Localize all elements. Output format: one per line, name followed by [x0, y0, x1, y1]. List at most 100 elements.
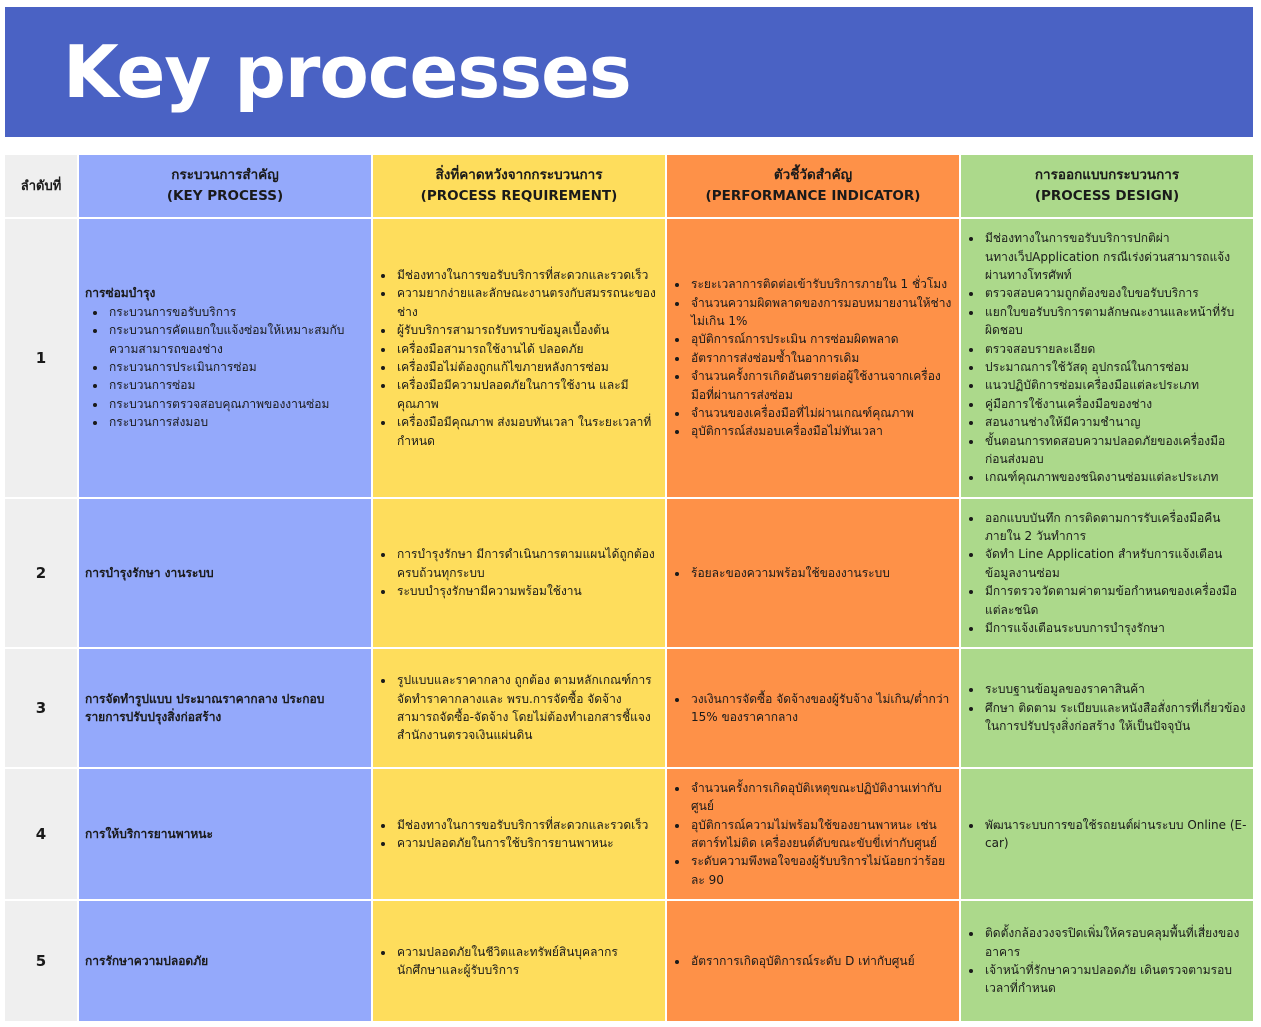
design-list: ออกแบบบันทึก การติดตามการรับเครื่องมือคื… [967, 509, 1247, 638]
indicator-item: ร้อยละของความพร้อมใช้ของงานระบบ [689, 564, 953, 582]
requirement-item: ความยากง่ายและลักษณะงานตรงกับสมรรถนะของช… [395, 284, 659, 321]
row-number: 4 [5, 769, 77, 899]
header-process-design: การออกแบบกระบวนการ (PROCESS DESIGN) [961, 155, 1253, 217]
indicator-item: จำนวนความผิดพลาดของการมอบหมายงานให้ช่างไ… [689, 294, 953, 331]
indicator-item: อัตราการส่งซ่อมซ้ำในอาการเดิม [689, 349, 953, 367]
requirement-item: เครื่องมือสามารถใช้งานได้ ปลอดภัย [395, 340, 659, 358]
indicator-item: จำนวนครั้งการเกิดอุบัติเหตุขณะปฏิบัติงาน… [689, 779, 953, 816]
header-key-process-th: กระบวนการสำคัญ [171, 167, 279, 183]
design-item: ติดตั้งกล้องวงจรปิดเพิ่มให้ครอบคลุมพื้นท… [983, 924, 1247, 961]
key-process-title: การรักษาความปลอดภัย [85, 953, 209, 968]
design-cell: ติดตั้งกล้องวงจรปิดเพิ่มให้ครอบคลุมพื้นท… [961, 901, 1253, 1021]
indicator-list: วงเงินการจัดซื้อ จัดจ้างของผู้รับจ้าง ไม… [673, 690, 953, 727]
design-item: ตรวจสอบรายละเอียด [983, 340, 1247, 358]
design-cell: พัฒนาระบบการขอใช้รถยนต์ผ่านระบบ Online (… [961, 769, 1253, 899]
row-number-value: 3 [35, 698, 47, 717]
design-item: ขั้นตอนการทดสอบความปลอดภัยของเครื่องมือก… [983, 432, 1247, 469]
header-process-design-th: การออกแบบกระบวนการ [1034, 167, 1180, 183]
requirement-item: เครื่องมือมีความปลอดภัยในการใช้งาน และมี… [395, 376, 659, 413]
row-number: 5 [5, 901, 77, 1021]
header-no-label: ลำดับที่ [20, 178, 62, 194]
key-process-cell: การจัดทำรูปแบบ ประมาณราคากลาง ประกอบรายก… [79, 649, 371, 767]
key-process-title: การบำรุงรักษา งานระบบ [85, 565, 214, 580]
key-process-subitem-item: กระบวนการส่งมอบ [107, 413, 365, 431]
key-process-subitem-item: กระบวนการขอรับบริการ [107, 303, 365, 321]
design-cell: ออกแบบบันทึก การติดตามการรับเครื่องมือคื… [961, 499, 1253, 647]
design-list: มีช่องทางในการขอรับบริการปกติผ่านทางเว็ป… [967, 229, 1247, 487]
requirement-item: มีช่องทางในการขอรับบริการที่สะดวกและรวดเ… [395, 266, 659, 284]
key-process-subitem-item: กระบวนการประเมินการซ่อม [107, 358, 365, 376]
header-key-process-en: (KEY PROCESS) [166, 188, 284, 204]
requirement-item: เครื่องมือไม่ต้องถูกแก้ไขภายหลังการซ่อม [395, 358, 659, 376]
requirement-list: มีช่องทางในการขอรับบริการที่สะดวกและรวดเ… [379, 266, 659, 450]
requirement-list: มีช่องทางในการขอรับบริการที่สะดวกและรวดเ… [379, 816, 659, 853]
key-process-cell: การบำรุงรักษา งานระบบ [79, 499, 371, 647]
requirement-list: การบำรุงรักษา มีการดำเนินการตามแผนได้ถูก… [379, 545, 659, 600]
requirement-item: การบำรุงรักษา มีการดำเนินการตามแผนได้ถูก… [395, 545, 659, 582]
design-cell: มีช่องทางในการขอรับบริการปกติผ่านทางเว็ป… [961, 219, 1253, 497]
design-item: ตรวจสอบความถูกต้องของใบขอรับบริการ [983, 284, 1247, 302]
indicator-item: อัตราการเกิดอุบัติการณ์ระดับ D เท่ากับศู… [689, 952, 953, 970]
requirement-cell: รูปแบบและราคากลาง ถูกต้อง ตามหลักเกณฑ์กา… [373, 649, 665, 767]
requirement-item: ระบบบำรุงรักษามีความพร้อมใช้งาน [395, 582, 659, 600]
indicator-cell: จำนวนครั้งการเกิดอุบัติเหตุขณะปฏิบัติงาน… [667, 769, 959, 899]
indicator-item: วงเงินการจัดซื้อ จัดจ้างของผู้รับจ้าง ไม… [689, 690, 953, 727]
design-item: คู่มือการใช้งานเครื่องมือของช่าง [983, 395, 1247, 413]
design-item: ประมาณการใช้วัสดุ อุปกรณ์ในการซ่อม [983, 358, 1247, 376]
key-process-title: การจัดทำรูปแบบ ประมาณราคากลาง ประกอบรายก… [85, 691, 325, 724]
requirement-item: ความปลอดภัยในชีวิตและทรัพย์สินบุคลากร นั… [395, 943, 659, 980]
row-number: 3 [5, 649, 77, 767]
indicator-list: ร้อยละของความพร้อมใช้ของงานระบบ [673, 564, 953, 582]
key-process-cell: การรักษาความปลอดภัย [79, 901, 371, 1021]
row-number: 1 [5, 219, 77, 497]
indicator-item: อุบัติการณ์ส่งมอบเครื่องมือไม่ทันเวลา [689, 422, 953, 440]
row-number-value: 5 [35, 951, 47, 970]
header-process-requirement: สิ่งที่คาดหวังจากกระบวนการ (PROCESS REQU… [373, 155, 665, 217]
requirement-item: ผู้รับบริการสามารถรับทราบข้อมูลเบื้องต้น [395, 321, 659, 339]
header-performance-indicator-en: (PERFORMANCE INDICATOR) [705, 188, 921, 204]
design-item: เกณฑ์คุณภาพของชนิดงานซ่อมแต่ละประเภท [983, 468, 1247, 486]
design-item: มีช่องทางในการขอรับบริการปกติผ่านทางเว็ป… [983, 229, 1247, 284]
design-item: แนวปฏิบัติการซ่อมเครื่องมือแต่ละประเภท [983, 376, 1247, 394]
row-number-value: 1 [35, 348, 47, 367]
header-key-process: กระบวนการสำคัญ (KEY PROCESS) [79, 155, 371, 217]
key-process-cell: การให้บริการยานพาหนะ [79, 769, 371, 899]
design-item: สอนงานช่างให้มีความชำนาญ [983, 413, 1247, 431]
indicator-cell: วงเงินการจัดซื้อ จัดจ้างของผู้รับจ้าง ไม… [667, 649, 959, 767]
key-process-title: การซ่อมบำรุง [85, 286, 156, 301]
row-number-value: 4 [35, 824, 47, 843]
title-banner: Key processes [5, 7, 1253, 137]
indicator-item: จำนวนของเครื่องมือที่ไม่ผ่านเกณฑ์คุณภาพ [689, 404, 953, 422]
design-item: เจ้าหน้าที่รักษาความปลอดภัย เดินตรวจตามร… [983, 961, 1247, 998]
requirement-list: ความปลอดภัยในชีวิตและทรัพย์สินบุคลากร นั… [379, 943, 659, 980]
design-item: จัดทำ Line Application สำหรับการแจ้งเตือ… [983, 545, 1247, 582]
key-process-subitem-item: กระบวนการซ่อม [107, 376, 365, 394]
requirement-item: ความปลอดภัยในการใช้บริการยานพาหนะ [395, 834, 659, 852]
requirement-cell: การบำรุงรักษา มีการดำเนินการตามแผนได้ถูก… [373, 499, 665, 647]
indicator-list: จำนวนครั้งการเกิดอุบัติเหตุขณะปฏิบัติงาน… [673, 779, 953, 889]
design-item: มีการตรวจวัดตามค่าตามข้อกำหนดของเครื่องม… [983, 582, 1247, 619]
indicator-item: ระดับความพึงพอใจของผู้รับบริการไม่น้อยกว… [689, 852, 953, 889]
indicator-list: อัตราการเกิดอุบัติการณ์ระดับ D เท่ากับศู… [673, 952, 953, 970]
header-process-requirement-th: สิ่งที่คาดหวังจากกระบวนการ [435, 167, 603, 183]
indicator-item: จำนวนครั้งการเกิดอันตรายต่อผู้ใช้งานจากเ… [689, 367, 953, 404]
design-item: ศึกษา ติดตาม ระเบียบและหนังสือสั่งการที่… [983, 699, 1247, 736]
design-item: แยกใบขอรับบริการตามลักษณะงานและหน้าที่รั… [983, 303, 1247, 340]
indicator-cell: ระยะเวลาการติดต่อเข้ารับบริการภายใน 1 ชั… [667, 219, 959, 497]
header-no: ลำดับที่ [5, 155, 77, 217]
design-cell: ระบบฐานข้อมูลของราคาสินค้าศึกษา ติดตาม ร… [961, 649, 1253, 767]
design-list: ติดตั้งกล้องวงจรปิดเพิ่มให้ครอบคลุมพื้นท… [967, 924, 1247, 998]
design-list: ระบบฐานข้อมูลของราคาสินค้าศึกษา ติดตาม ร… [967, 680, 1247, 735]
key-process-subitem-item: กระบวนการตรวจสอบคุณภาพของงานซ่อม [107, 395, 365, 413]
key-process-subitem-list: กระบวนการขอรับบริการกระบวนการคัดแยกใบแจ้… [85, 303, 365, 432]
indicator-cell: ร้อยละของความพร้อมใช้ของงานระบบ [667, 499, 959, 647]
header-performance-indicator: ตัวชี้วัดสำคัญ (PERFORMANCE INDICATOR) [667, 155, 959, 217]
header-process-requirement-en: (PROCESS REQUIREMENT) [420, 188, 618, 204]
indicator-item: อุบัติการณ์การประเมิน การซ่อมผิดพลาด [689, 330, 953, 348]
design-item: ระบบฐานข้อมูลของราคาสินค้า [983, 680, 1247, 698]
design-list: พัฒนาระบบการขอใช้รถยนต์ผ่านระบบ Online (… [967, 816, 1247, 853]
row-number: 2 [5, 499, 77, 647]
key-process-table: ลำดับที่ กระบวนการสำคัญ (KEY PROCESS) สิ… [5, 155, 1254, 1021]
key-process-cell: การซ่อมบำรุงกระบวนการขอรับบริการกระบวนกา… [79, 219, 371, 497]
indicator-cell: อัตราการเกิดอุบัติการณ์ระดับ D เท่ากับศู… [667, 901, 959, 1021]
